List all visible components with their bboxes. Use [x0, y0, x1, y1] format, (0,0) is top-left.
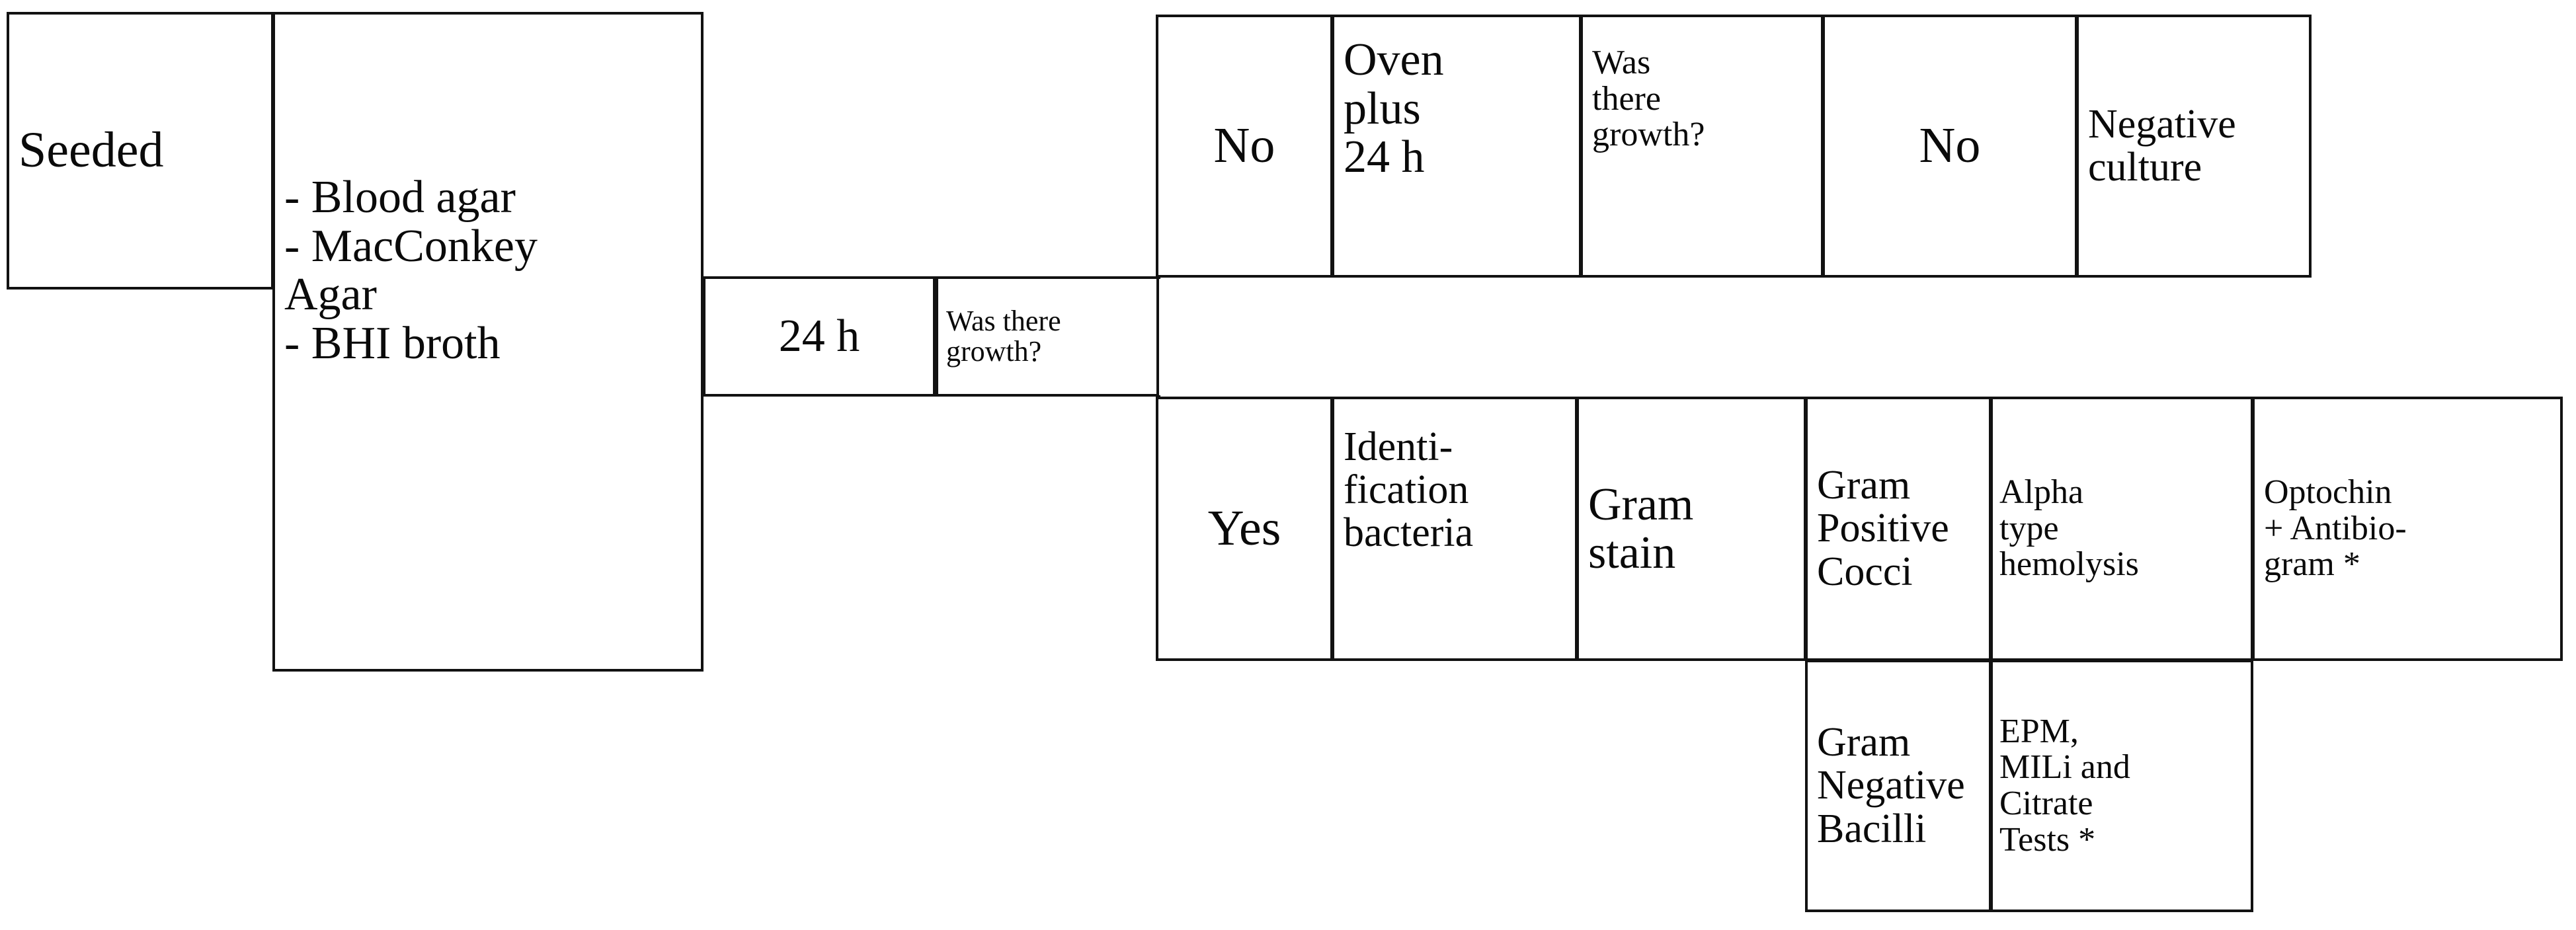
- node-epm-mili-citrate-label: EPM, MILi and Citrate Tests *: [1999, 712, 2130, 859]
- node-seeded-label: Seeded: [19, 122, 164, 178]
- node-identification-bacteria[interactable]: Identi- fication bacteria: [1332, 397, 1578, 661]
- node-branch-no-1[interactable]: No: [1156, 15, 1333, 278]
- node-gram-positive-cocci[interactable]: Gram Positive Cocci: [1805, 397, 1992, 661]
- node-optochin-antibiogram-label: Optochin + Antibio- gram *: [2264, 473, 2407, 584]
- node-optochin-antibiogram[interactable]: Optochin + Antibio- gram *: [2252, 397, 2563, 661]
- node-branch-no-1-label: No: [1213, 118, 1275, 174]
- node-seeded[interactable]: Seeded: [7, 12, 274, 290]
- node-alpha-hemolysis-label: Alpha type hemolysis: [1999, 473, 2139, 584]
- node-gram-stain[interactable]: Gram stain: [1576, 397, 1806, 661]
- node-identification-bacteria-label: Identi- fication bacteria: [1344, 424, 1474, 556]
- node-branch-yes-label: Yes: [1207, 500, 1281, 557]
- node-media-label: - Blood agar - MacConkey Agar - BHI brot…: [284, 172, 538, 369]
- node-gram-positive-cocci-label: Gram Positive Cocci: [1817, 463, 1949, 594]
- node-branch-yes[interactable]: Yes: [1156, 397, 1333, 661]
- node-oven-plus-24h-label: Oven plus 24 h: [1344, 34, 1444, 182]
- node-media[interactable]: - Blood agar - MacConkey Agar - BHI brot…: [272, 12, 704, 672]
- node-gram-stain-label: Gram stain: [1588, 479, 1694, 578]
- node-oven-plus-24h[interactable]: Oven plus 24 h: [1332, 15, 1582, 278]
- node-negative-culture[interactable]: Negative culture: [2076, 15, 2312, 278]
- node-incubation-24h[interactable]: 24 h: [703, 276, 936, 397]
- node-gram-negative-bacilli-label: Gram Negative Bacilli: [1817, 720, 1965, 851]
- node-growth-question-2-label: Was there growth?: [1592, 44, 1705, 154]
- node-epm-mili-citrate[interactable]: EPM, MILi and Citrate Tests *: [1990, 660, 2253, 912]
- node-branch-no-2-label: No: [1919, 118, 1981, 174]
- node-gram-negative-bacilli[interactable]: Gram Negative Bacilli: [1805, 660, 1992, 912]
- node-negative-culture-label: Negative culture: [2088, 101, 2236, 190]
- node-growth-question-1-label: Was there growth?: [946, 304, 1061, 368]
- node-growth-question-2[interactable]: Was there growth?: [1580, 15, 1824, 278]
- node-incubation-24h-label: 24 h: [778, 311, 860, 362]
- node-growth-question-1[interactable]: Was there growth?: [936, 276, 1159, 397]
- node-branch-no-2[interactable]: No: [1822, 15, 2077, 278]
- node-alpha-hemolysis[interactable]: Alpha type hemolysis: [1990, 397, 2253, 661]
